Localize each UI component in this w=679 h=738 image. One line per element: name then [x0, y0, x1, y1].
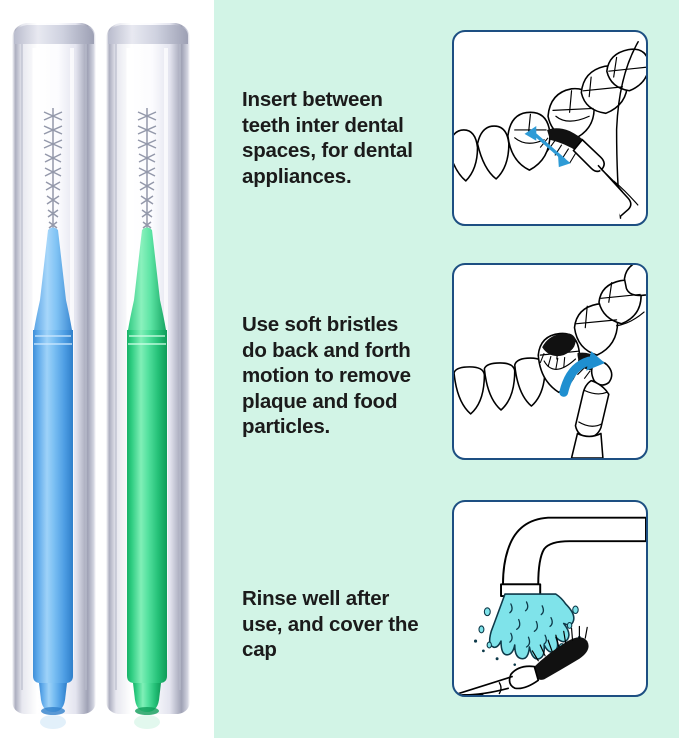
double-arrow-icon	[524, 126, 571, 168]
brush-end-cap-blue	[39, 683, 67, 712]
instruction-text-step-3: Rinse well after use, and cover the cap	[242, 587, 419, 661]
instruction-text-step-1: Insert between teeth inter dental spaces…	[242, 88, 413, 188]
diagram-rinse-under-tap	[454, 516, 646, 695]
illustration-panel-step-3	[452, 500, 648, 697]
brush-being-rinsed-icon	[454, 625, 589, 695]
interdental-brush-green	[106, 23, 190, 729]
instructions-area: Insert between teeth inter dental spaces…	[214, 0, 679, 738]
brush-handle-green	[127, 330, 167, 683]
product-photo-panel	[0, 0, 214, 738]
instruction-text-step-2: Use soft bristles do back and forth moti…	[242, 313, 411, 438]
brush-end-cap-green	[133, 683, 161, 712]
brush-handle-blue	[33, 330, 73, 683]
brush-neck-blue	[34, 227, 72, 330]
brush-head-icon	[539, 333, 576, 369]
interdental-brush-blue	[12, 23, 96, 729]
diagram-insert-between-teeth	[454, 41, 646, 219]
illustration-panel-step-2	[452, 263, 648, 460]
curved-arrow-icon	[559, 351, 605, 397]
faucet-icon	[500, 516, 646, 598]
brush-head-icon	[539, 128, 639, 217]
diagram-back-and-forth-motion	[454, 265, 646, 458]
brush-bristle-head-green	[137, 108, 157, 232]
brush-neck-green	[128, 227, 166, 330]
illustration-panel-step-1	[452, 30, 648, 226]
brush-bristle-head-blue	[43, 108, 63, 232]
